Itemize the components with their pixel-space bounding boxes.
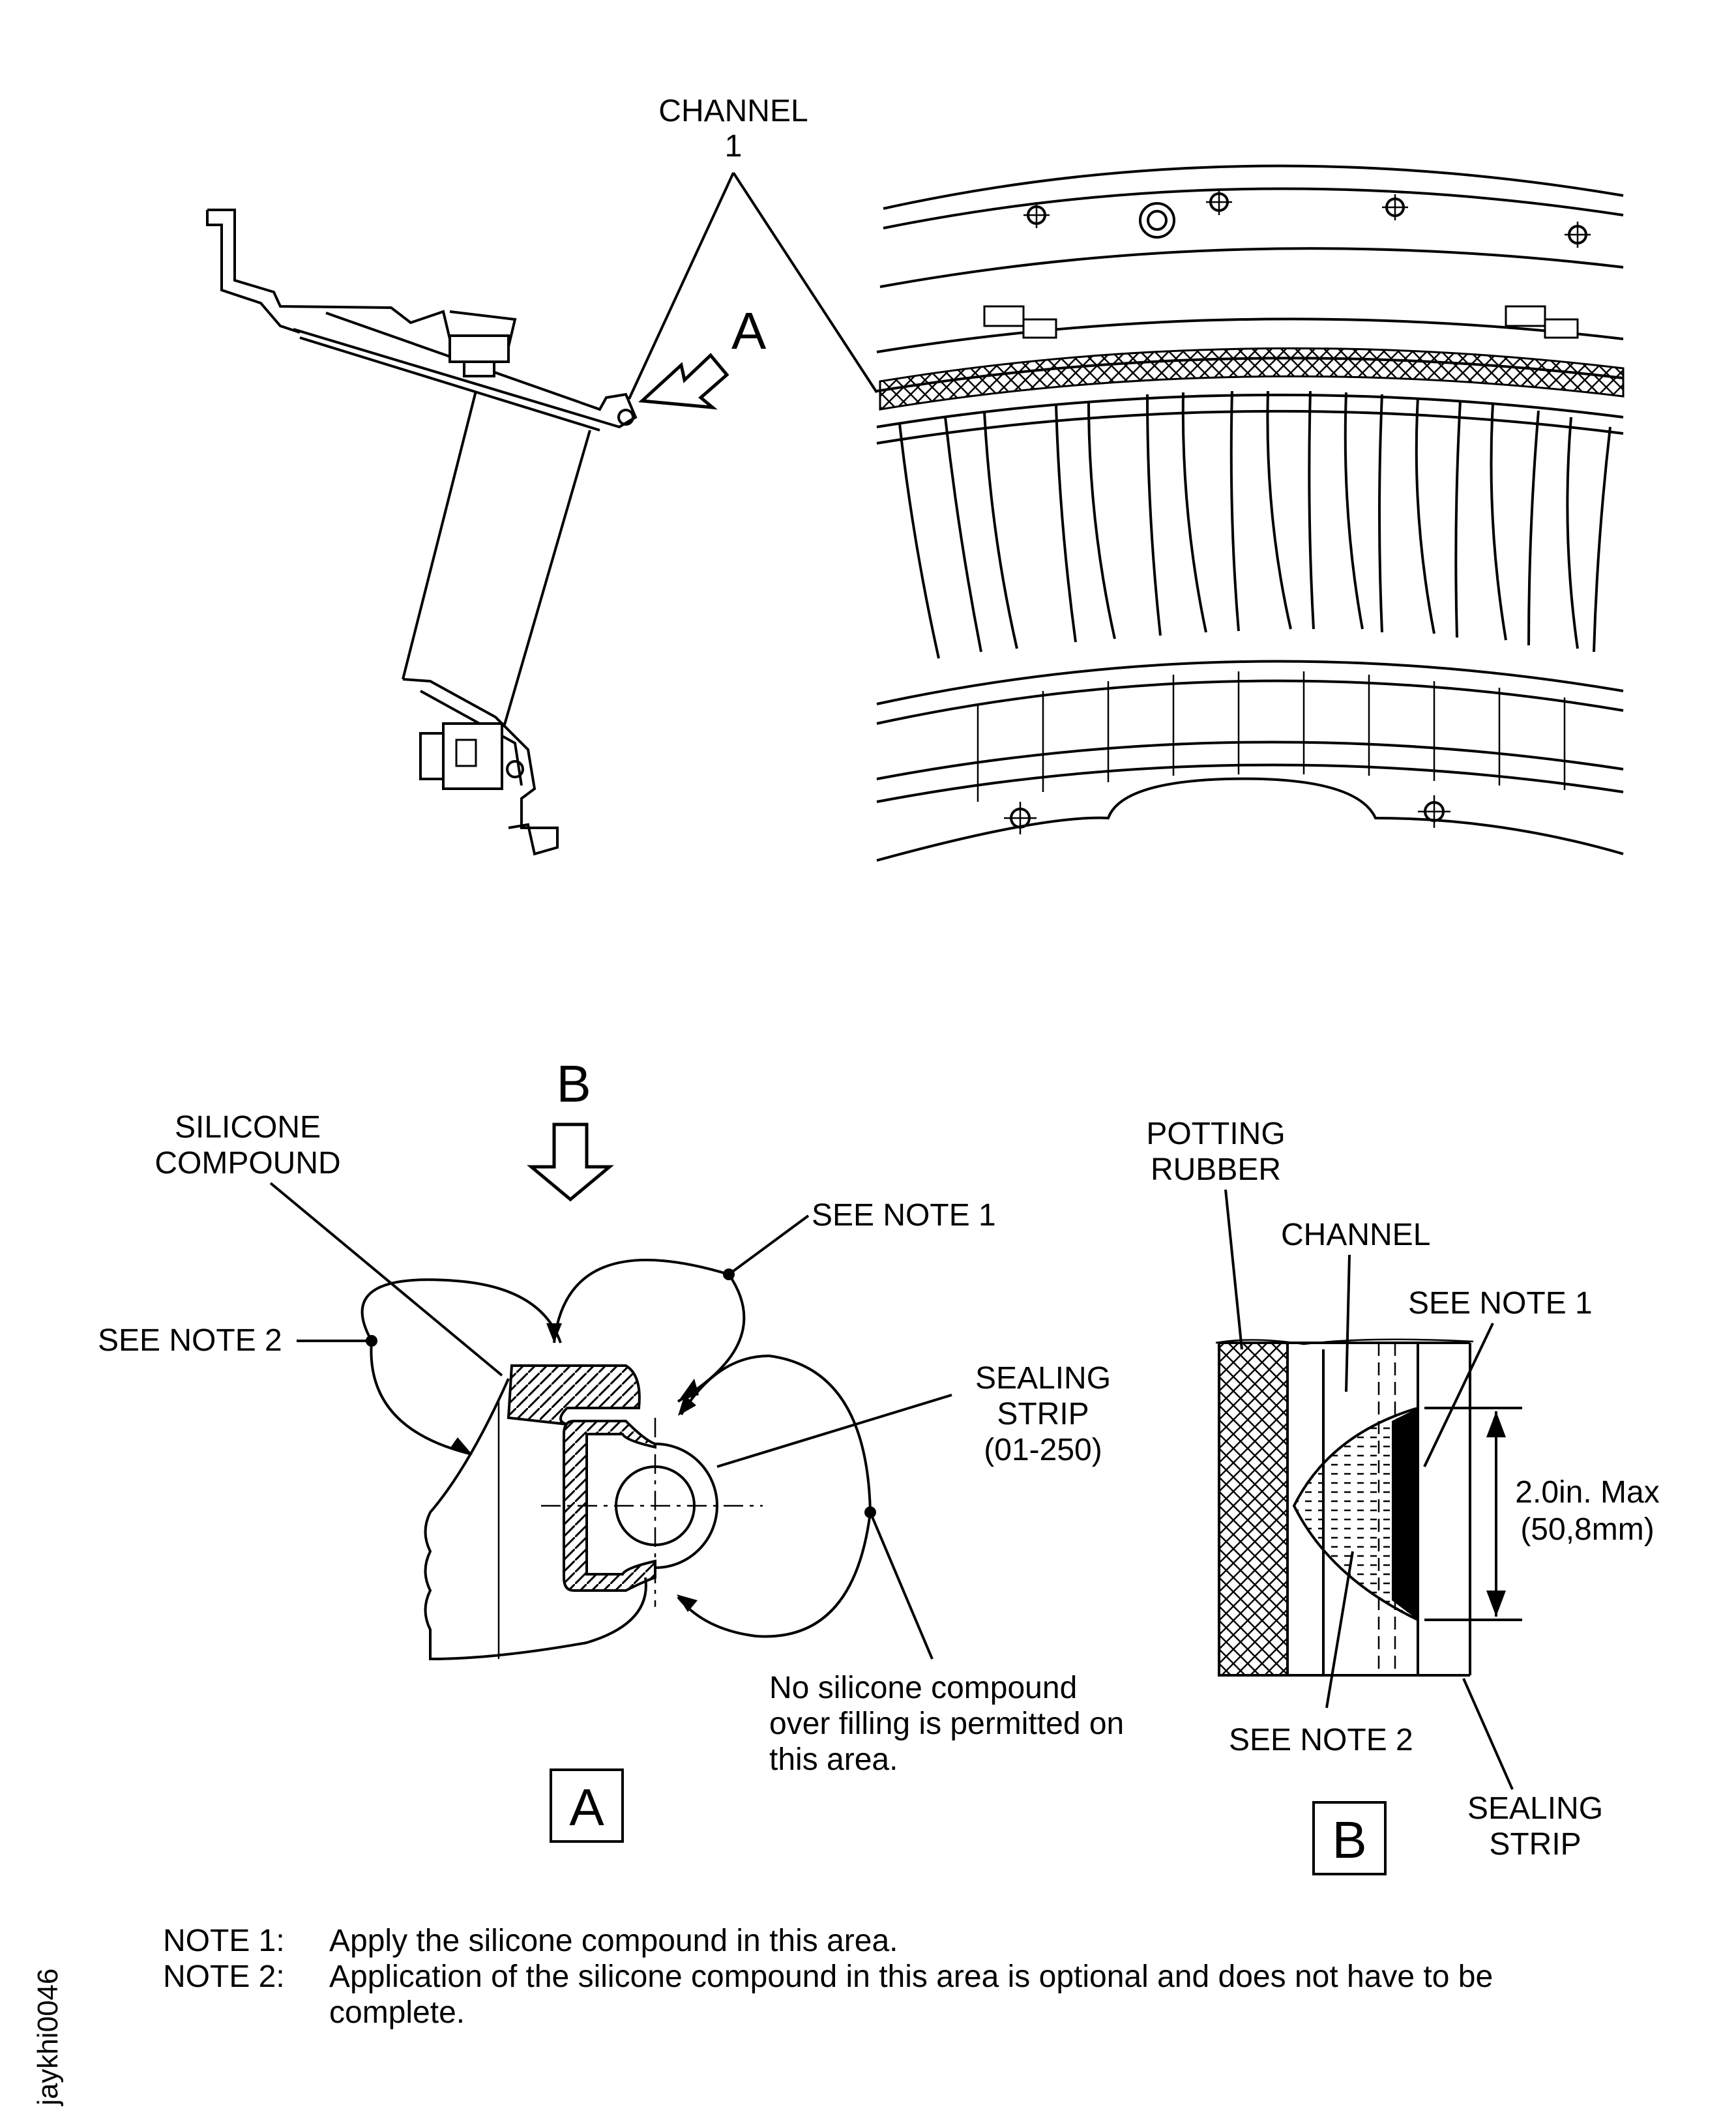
silicone-label-line2: COMPOUND: [154, 1146, 340, 1181]
potting-rubber-label-line2: RUBBER: [1151, 1152, 1281, 1187]
potting-rubber-block: [1218, 1342, 1289, 1677]
channel-title-label: CHANNEL: [658, 94, 808, 128]
notes-block: NOTE 1: Apply the silicone compound in t…: [163, 1924, 1493, 2030]
channel-b-label: CHANNEL: [1281, 1218, 1430, 1252]
sealing-strip-label-line1: SEALING: [975, 1361, 1111, 1396]
channel-bolt: [617, 409, 634, 426]
view-b-box-label: B: [1332, 1811, 1366, 1869]
channel-leader-lines: [628, 171, 878, 400]
note-2-key: NOTE 2:: [163, 1959, 285, 1994]
vane-blades: [898, 390, 1611, 659]
outer-shroud: [293, 312, 638, 429]
note-2-text: Application of the silicone compound in …: [329, 1959, 1493, 1994]
no-fill-note-line2: over filling is permitted on: [769, 1707, 1124, 1741]
dimension-label-inch: 2.0in. Max: [1515, 1475, 1659, 1510]
view-a-detail: B SILICONE COMPOUND SEE NOTE 1 SEE NOTE …: [98, 1055, 1124, 1843]
see-note-1-b-label: SEE NOTE 1: [1408, 1286, 1593, 1321]
see-note-1-label: SEE NOTE 1: [812, 1198, 996, 1233]
mid-band-nuts: [983, 305, 1579, 339]
outer-bolt-holes: [1023, 189, 1591, 248]
note-1-leader-b: [553, 1258, 729, 1343]
vane-side-section-view: A: [206, 209, 767, 856]
silicone-compound-area: [507, 1364, 641, 1426]
no-fill-note-line1: No silicone compound: [769, 1671, 1077, 1705]
view-a-arrow-label: A: [731, 302, 767, 360]
optional-silicone-area: [1292, 1406, 1419, 1622]
note-1-text: Apply the silicone compound in this area…: [329, 1924, 898, 1958]
view-a-arrow-icon: [638, 353, 729, 410]
view-b-arrow-icon: [527, 1122, 614, 1202]
see-note-2-label: SEE NOTE 2: [98, 1323, 282, 1358]
view-a-box-label: A: [569, 1778, 604, 1836]
outer-flange-inner: [206, 210, 301, 334]
inner-shroud: [402, 678, 559, 856]
view-b-box: [1312, 1801, 1387, 1875]
silicone-label-line1: SILICONE: [175, 1110, 321, 1145]
outer-shroud-edge: [299, 336, 600, 432]
no-fill-leader-a: [680, 1354, 872, 1513]
inner-shroud-line: [420, 690, 523, 786]
channel-hatched-band: [879, 347, 1625, 411]
note-1-leader-a: [677, 1273, 746, 1403]
figure-id: jaykhi0046: [32, 1969, 64, 2107]
outer-nut: [449, 334, 510, 377]
see-note-2-b-label: SEE NOTE 2: [1229, 1723, 1413, 1757]
sealing-strip-b-label-line2: STRIP: [1489, 1827, 1581, 1862]
no-fill-leader-b: [677, 1512, 872, 1638]
no-fill-note-line3: this area.: [769, 1742, 898, 1777]
channel-callout: CHANNEL 1: [628, 94, 878, 400]
silicone-leader: [269, 1182, 503, 1377]
vane-segment-front-view: [876, 164, 1625, 862]
view-b-arrow-label: B: [556, 1055, 591, 1113]
sealing-strip-part-number: (01-250): [984, 1433, 1102, 1467]
channel-item-number: 1: [725, 129, 743, 164]
vane-airfoil: [402, 390, 591, 727]
note-2-leader-b: [370, 1340, 470, 1455]
dimension-label-mm: (50,8mm): [1520, 1512, 1654, 1547]
note-1-key: NOTE 1:: [163, 1924, 285, 1958]
note-2-text-cont: complete.: [329, 1995, 465, 2030]
inner-bolt-holes: [1004, 795, 1450, 834]
inner-nut-assembly: [419, 722, 524, 790]
required-silicone-area: [1392, 1408, 1418, 1620]
part-body-outline: [424, 1378, 647, 1661]
note-2-leader-a: [360, 1278, 562, 1343]
potting-rubber-label-line1: POTTING: [1146, 1117, 1285, 1151]
sealing-strip-leader: [716, 1394, 952, 1468]
view-a-box: [550, 1768, 624, 1843]
sealing-strip-label-line2: STRIP: [997, 1397, 1089, 1431]
sealing-strip-b-label-line1: SEALING: [1467, 1791, 1603, 1826]
view-b-detail: POTTING RUBBER CHANNEL SEE NOTE 1 2.0in.…: [1146, 1117, 1660, 1875]
